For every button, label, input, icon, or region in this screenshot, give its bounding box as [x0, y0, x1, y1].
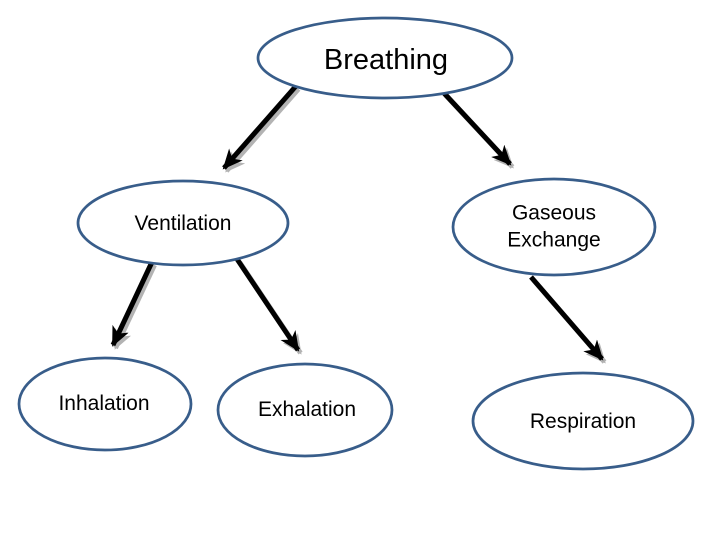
- edge-arrow-breathing-gaseous-exchange: [441, 90, 512, 166]
- edge-arrow-ventilation-exhalation: [234, 257, 301, 352]
- node-label-gaseous-exchange: Gaseous Exchange: [507, 201, 601, 252]
- node-ellipse-inhalation: [17, 356, 193, 452]
- node-ellipse-breathing: [256, 16, 514, 100]
- node-label-exhalation: Exhalation: [257, 397, 357, 421]
- edge-arrow-gaseous-exchange-respiration: [529, 275, 604, 361]
- node-ellipse-respiration: [471, 371, 695, 471]
- node-label-breathing: Breathing: [323, 43, 449, 76]
- node-ellipse-gaseous-exchange: [451, 177, 657, 277]
- node-ellipse-ventilation: [76, 179, 290, 267]
- node-layer: [17, 16, 695, 471]
- edge-arrow-ventilation-inhalation: [110, 260, 155, 347]
- node-label-ventilation: Ventilation: [134, 211, 232, 235]
- node-ellipse-exhalation: [216, 362, 394, 458]
- node-label-inhalation: Inhalation: [58, 391, 150, 415]
- arrow-layer: [110, 84, 604, 361]
- node-label-respiration: Respiration: [529, 409, 637, 433]
- edge-arrow-breathing-ventilation: [222, 84, 298, 170]
